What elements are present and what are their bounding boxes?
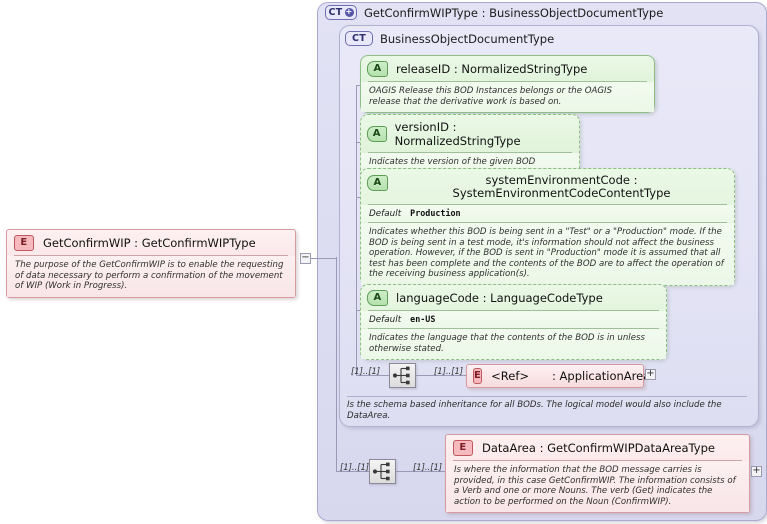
attribute-documentation: Indicates whether this BOD is being sent… (361, 223, 734, 285)
attribute-header: A releaseID : NormalizedStringType (361, 56, 654, 81)
attribute-title: languageCode : LanguageCodeType (396, 291, 603, 305)
connector-to-sequence-app (364, 375, 389, 376)
complex-type-title: GetConfirmWIPType : BusinessObjectDocume… (364, 5, 664, 20)
attribute-title: versionID : NormalizedStringType (394, 120, 521, 148)
attribute-badge-icon: A (367, 126, 387, 142)
element-ref-label: <Ref> (491, 369, 530, 383)
complex-type-badge-icon[interactable]: CT+ (325, 5, 357, 20)
divider (368, 328, 659, 329)
element-header: E <Ref> : ApplicationArea (467, 365, 650, 387)
seq-stub-app-area (356, 375, 364, 376)
expand-toggle-application-area[interactable]: + (645, 368, 656, 380)
cardinality-right-data-area: [1]..[1] (413, 462, 443, 472)
collapse-toggle-root-element[interactable]: − (300, 252, 311, 264)
base-type-note-divider (347, 396, 747, 397)
element-badge-icon: E (453, 440, 473, 456)
complex-type-header: CT+ GetConfirmWIPType : BusinessObjectDo… (325, 5, 663, 20)
element-badge-icon: E (14, 235, 34, 251)
element-title: : ApplicationArea (552, 369, 651, 383)
divider (368, 152, 572, 153)
divider (368, 81, 647, 82)
element-badge-icon: E (473, 368, 483, 384)
element-data-area[interactable]: E DataArea : GetConfirmWIPDataAreaType I… (445, 434, 750, 514)
divider (453, 460, 742, 461)
attribute-title: releaseID : NormalizedStringType (396, 62, 588, 76)
attribute-bus-line (356, 85, 357, 375)
attribute-header: A languageCode : LanguageCodeType (361, 285, 666, 310)
attribute-badge-icon: A (367, 290, 388, 306)
divider (368, 310, 659, 311)
cardinality-right-application-area: [1]..[1] (434, 366, 464, 376)
attribute-default-row: Default Production (361, 205, 734, 222)
base-type-header: CT BusinessObjectDocumentType (345, 31, 554, 46)
base-type-badge-label: CT (351, 32, 367, 44)
attribute-badge-icon: A (367, 61, 388, 77)
element-application-area-ref[interactable]: E <Ref> : ApplicationArea (466, 364, 650, 388)
connector-to-sequence-data (336, 471, 369, 472)
attribute-default-row: Default en-US (361, 311, 666, 328)
attribute-documentation: Indicates the language that the contents… (361, 329, 666, 360)
element-documentation: Is where the information that the BOD me… (446, 461, 749, 513)
sequence-compositor-icon-data-area[interactable] (369, 459, 396, 484)
default-label: Default (369, 315, 402, 325)
element-header: E GetConfirmWIP : GetConfirmWIPType (7, 230, 295, 255)
expand-plus-icon[interactable]: + (344, 7, 354, 17)
attribute-documentation: OAGIS Release this BOD Instances belongs… (361, 82, 654, 113)
connector-sequence-to-data-area (396, 471, 446, 472)
element-title: GetConfirmWIP : GetConfirmWIPType (43, 236, 256, 250)
divider (14, 255, 288, 256)
ct-badge-label: CT (328, 6, 343, 18)
element-title: DataArea : GetConfirmWIPDataAreaType (482, 441, 715, 455)
connector-sequence-to-ref (416, 375, 466, 376)
default-value: Production (410, 208, 461, 218)
element-header: E DataArea : GetConfirmWIPDataAreaType (446, 435, 749, 460)
element-documentation: The purpose of the GetConfirmWIP is to e… (7, 256, 295, 297)
sequence-glyph (392, 366, 410, 385)
sequence-glyph (372, 462, 390, 481)
attribute-header: A systemEnvironmentCode : SystemEnvironm… (361, 169, 734, 204)
attribute-badge-icon: A (367, 175, 388, 191)
connector-root-to-container (311, 258, 336, 259)
default-value: en-US (410, 314, 436, 324)
base-type-badge-icon[interactable]: CT (345, 31, 373, 46)
cardinality-left-application-area: [1]..[1] (351, 366, 381, 376)
root-particle-bus-line (336, 257, 337, 472)
attribute-system-environment-code[interactable]: A systemEnvironmentCode : SystemEnvironm… (360, 168, 735, 286)
expand-toggle-data-area[interactable]: + (751, 465, 762, 477)
base-type-title: BusinessObjectDocumentType (380, 31, 555, 46)
divider (368, 204, 727, 205)
element-root-get-confirm-wip[interactable]: E GetConfirmWIP : GetConfirmWIPType The … (6, 229, 296, 298)
default-label: Default (369, 209, 402, 219)
attribute-header: A versionID : NormalizedStringType (361, 115, 579, 152)
attribute-title: systemEnvironmentCode : SystemEnvironmen… (452, 173, 671, 200)
cardinality-left-data-area: [1]..[1] (340, 462, 370, 472)
divider (368, 222, 727, 223)
base-type-documentation: Is the schema based inheritance for all … (347, 400, 722, 421)
attribute-release-id[interactable]: A releaseID : NormalizedStringType OAGIS… (360, 55, 655, 114)
attribute-language-code[interactable]: A languageCode : LanguageCodeType Defaul… (360, 284, 667, 361)
sequence-compositor-icon-application-area[interactable] (389, 363, 416, 388)
